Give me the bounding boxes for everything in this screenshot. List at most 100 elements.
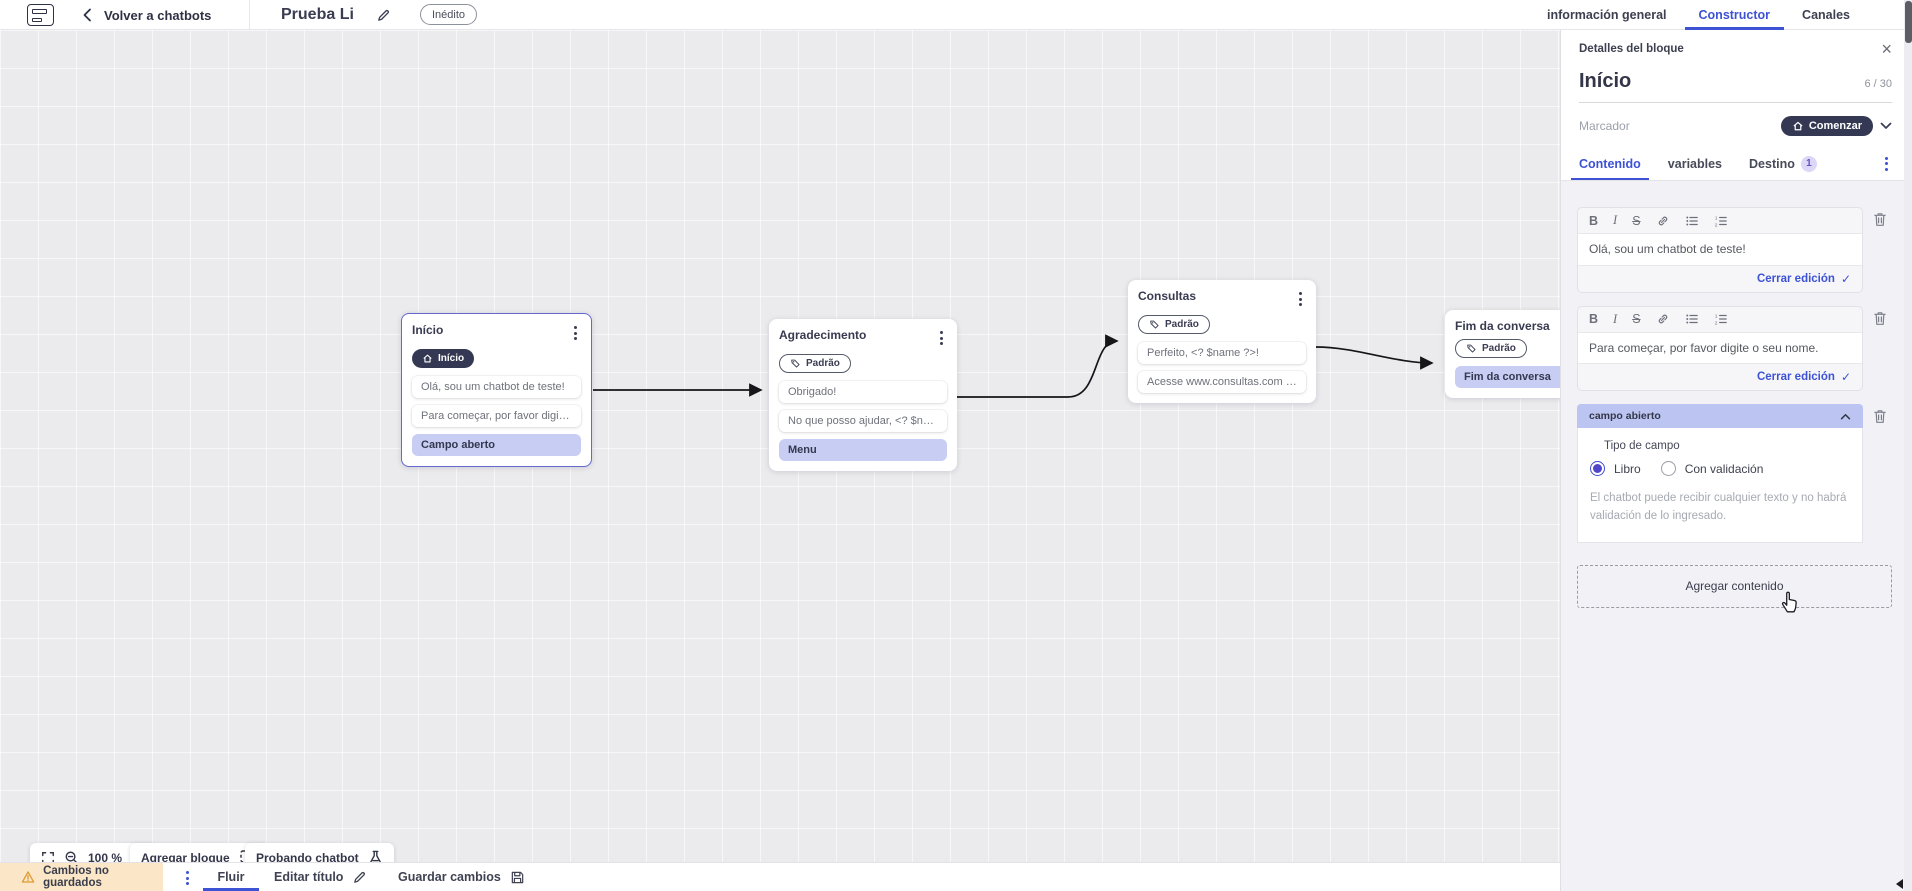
node-badge-padrao: Padrão <box>779 354 851 373</box>
node-title: Agradecimento <box>779 328 867 342</box>
marker-value-badge[interactable]: Comenzar <box>1780 116 1873 136</box>
strikethrough-icon[interactable]: S <box>1632 312 1641 327</box>
node-badge-padrao: Padrão <box>1455 339 1527 358</box>
back-label[interactable]: Volver a chatbots <box>104 7 212 23</box>
node-menu-icon[interactable] <box>1295 289 1306 309</box>
node-menu-icon[interactable] <box>936 328 947 348</box>
node-content-item[interactable]: No que posso ajudar, <? $name ... <box>779 410 947 432</box>
check-icon: ✓ <box>1840 370 1851 385</box>
flow-menu-icon[interactable] <box>182 868 193 888</box>
scrollbar-corner-icon <box>1896 879 1903 889</box>
radio-con-validacion[interactable] <box>1660 461 1676 477</box>
node-menu-icon[interactable] <box>570 323 581 343</box>
delete-content-icon[interactable] <box>1872 408 1888 425</box>
bold-icon[interactable]: B <box>1589 213 1599 228</box>
tag-icon <box>791 359 800 368</box>
radio-libro-label[interactable]: Libro <box>1614 461 1641 476</box>
app-logo-icon[interactable] <box>27 4 54 26</box>
block-name-field[interactable]: Início <box>1579 70 1632 92</box>
node-fim-da-conversa[interactable]: Fim da conversa Padrão Fim da conversa <box>1445 310 1560 398</box>
tab-canales[interactable]: Canales <box>1802 8 1850 22</box>
chatbot-title: Prueba Li <box>281 6 354 23</box>
tab-contenido[interactable]: Contenido <box>1571 147 1649 180</box>
back-button[interactable] <box>82 8 92 22</box>
node-content-item[interactable]: Olá, sou um chatbot de teste! <box>412 376 581 398</box>
vertical-scrollbar-thumb[interactable] <box>1904 1 1912 43</box>
home-icon <box>1793 121 1803 131</box>
node-content-item[interactable]: Perfeito, <? $name ?>! <box>1138 342 1306 364</box>
editor-text[interactable]: Olá, sou um chatbot de teste! <box>1578 233 1862 266</box>
field-helper-text: El chatbot puede recibir cualquier texto… <box>1590 492 1847 522</box>
node-consultas[interactable]: Consultas Padrão Perfeito, <? $name ?>! … <box>1128 280 1316 403</box>
panel-title: Detalles del bloque <box>1579 43 1684 55</box>
pencil-icon <box>354 871 366 883</box>
vertical-scrollbar-track[interactable] <box>1904 0 1912 891</box>
destino-count-badge: 1 <box>1800 155 1817 172</box>
hand-cursor-icon <box>1781 591 1797 613</box>
fullscreen-icon[interactable] <box>41 851 55 863</box>
node-title: Início <box>412 323 444 337</box>
marker-label: Marcador <box>1579 119 1630 133</box>
chevron-down-icon[interactable] <box>1880 122 1892 130</box>
close-edit-button[interactable]: Cerrar edición✓ <box>1756 271 1851 286</box>
tab-constructor[interactable]: Constructor <box>1684 0 1784 30</box>
top-bar: Volver a chatbots Prueba Li Inédito info… <box>0 0 1912 30</box>
tag-icon <box>1467 344 1476 353</box>
test-chatbot-button[interactable]: Probando chatbot <box>245 843 394 862</box>
field-type-label: Tipo de campo <box>1604 440 1680 453</box>
delete-content-icon[interactable] <box>1872 211 1888 228</box>
open-field-section: campo abierto Tipo de campo Libro Con va… <box>1577 404 1863 543</box>
node-content-item[interactable]: Para começar, por favor digite o ... <box>412 405 581 427</box>
strikethrough-icon[interactable]: S <box>1632 213 1641 228</box>
radio-con-validacion-label[interactable]: Con validación <box>1684 461 1764 476</box>
save-changes-button[interactable]: Guardar cambios <box>398 863 525 891</box>
unsaved-changes-warning: Cambios no guardados <box>0 863 163 891</box>
edit-title-icon[interactable] <box>376 8 391 23</box>
editor-text[interactable]: Para começar, por favor digite o seu nom… <box>1578 331 1862 365</box>
node-title: Consultas <box>1138 289 1197 303</box>
node-title: Fim da conversa <box>1455 319 1550 333</box>
delete-content-icon[interactable] <box>1872 310 1888 327</box>
tab-variables[interactable]: variables <box>1667 156 1723 171</box>
bullet-list-icon[interactable] <box>1685 214 1699 228</box>
edit-title-button[interactable]: Editar título <box>274 863 367 891</box>
open-field-header[interactable]: campo abierto <box>1577 404 1863 429</box>
node-content-item-selected[interactable]: Fim da conversa <box>1455 366 1560 388</box>
node-content-item[interactable]: Acesse www.consultas.com par... <box>1138 371 1306 393</box>
node-content-item-selected[interactable]: Campo aberto <box>412 434 581 456</box>
topbar-divider <box>249 0 250 30</box>
chevron-left-icon <box>83 8 91 22</box>
node-inicio[interactable]: Início Início Olá, sou um chatbot de tes… <box>401 313 592 467</box>
flow-canvas[interactable]: Início Início Olá, sou um chatbot de tes… <box>0 30 1560 862</box>
link-icon[interactable] <box>1656 312 1670 326</box>
flask-icon <box>369 850 381 862</box>
close-panel-icon[interactable]: × <box>1881 39 1892 59</box>
tab-fluir[interactable]: Fluir <box>203 863 259 891</box>
node-badge-padrao: Padrão <box>1138 315 1210 334</box>
save-icon <box>511 871 524 883</box>
edge-agradecimento-consultas[interactable] <box>957 334 1119 398</box>
bullet-list-icon[interactable] <box>1685 312 1699 326</box>
radio-libro[interactable] <box>1590 461 1605 477</box>
panel-menu-icon[interactable] <box>1881 154 1892 174</box>
add-content-button[interactable]: Agregar contenido <box>1577 564 1892 613</box>
node-content-item-menu[interactable]: Menu <box>779 439 947 461</box>
close-edit-button[interactable]: Cerrar edición✓ <box>1756 370 1851 385</box>
tab-informacion-general[interactable]: información general <box>1547 8 1667 22</box>
node-badge-inicio: Início <box>412 349 475 368</box>
italic-icon[interactable]: I <box>1613 213 1618 227</box>
link-icon[interactable] <box>1656 214 1670 228</box>
zoom-out-icon[interactable] <box>64 850 79 862</box>
bold-icon[interactable]: B <box>1589 312 1599 327</box>
status-badge: Inédito <box>420 4 478 25</box>
svg-text:1: 1 <box>1714 313 1717 319</box>
italic-icon[interactable]: I <box>1613 311 1618 326</box>
node-content-item[interactable]: Obrigado! <box>779 381 947 403</box>
ordered-list-icon[interactable]: 12 <box>1714 312 1728 326</box>
node-agradecimento[interactable]: Agradecimento Padrão Obrigado! No que po… <box>769 319 957 471</box>
edge-consultas-fim[interactable] <box>1315 346 1434 370</box>
ordered-list-icon[interactable]: 12 <box>1714 214 1728 228</box>
